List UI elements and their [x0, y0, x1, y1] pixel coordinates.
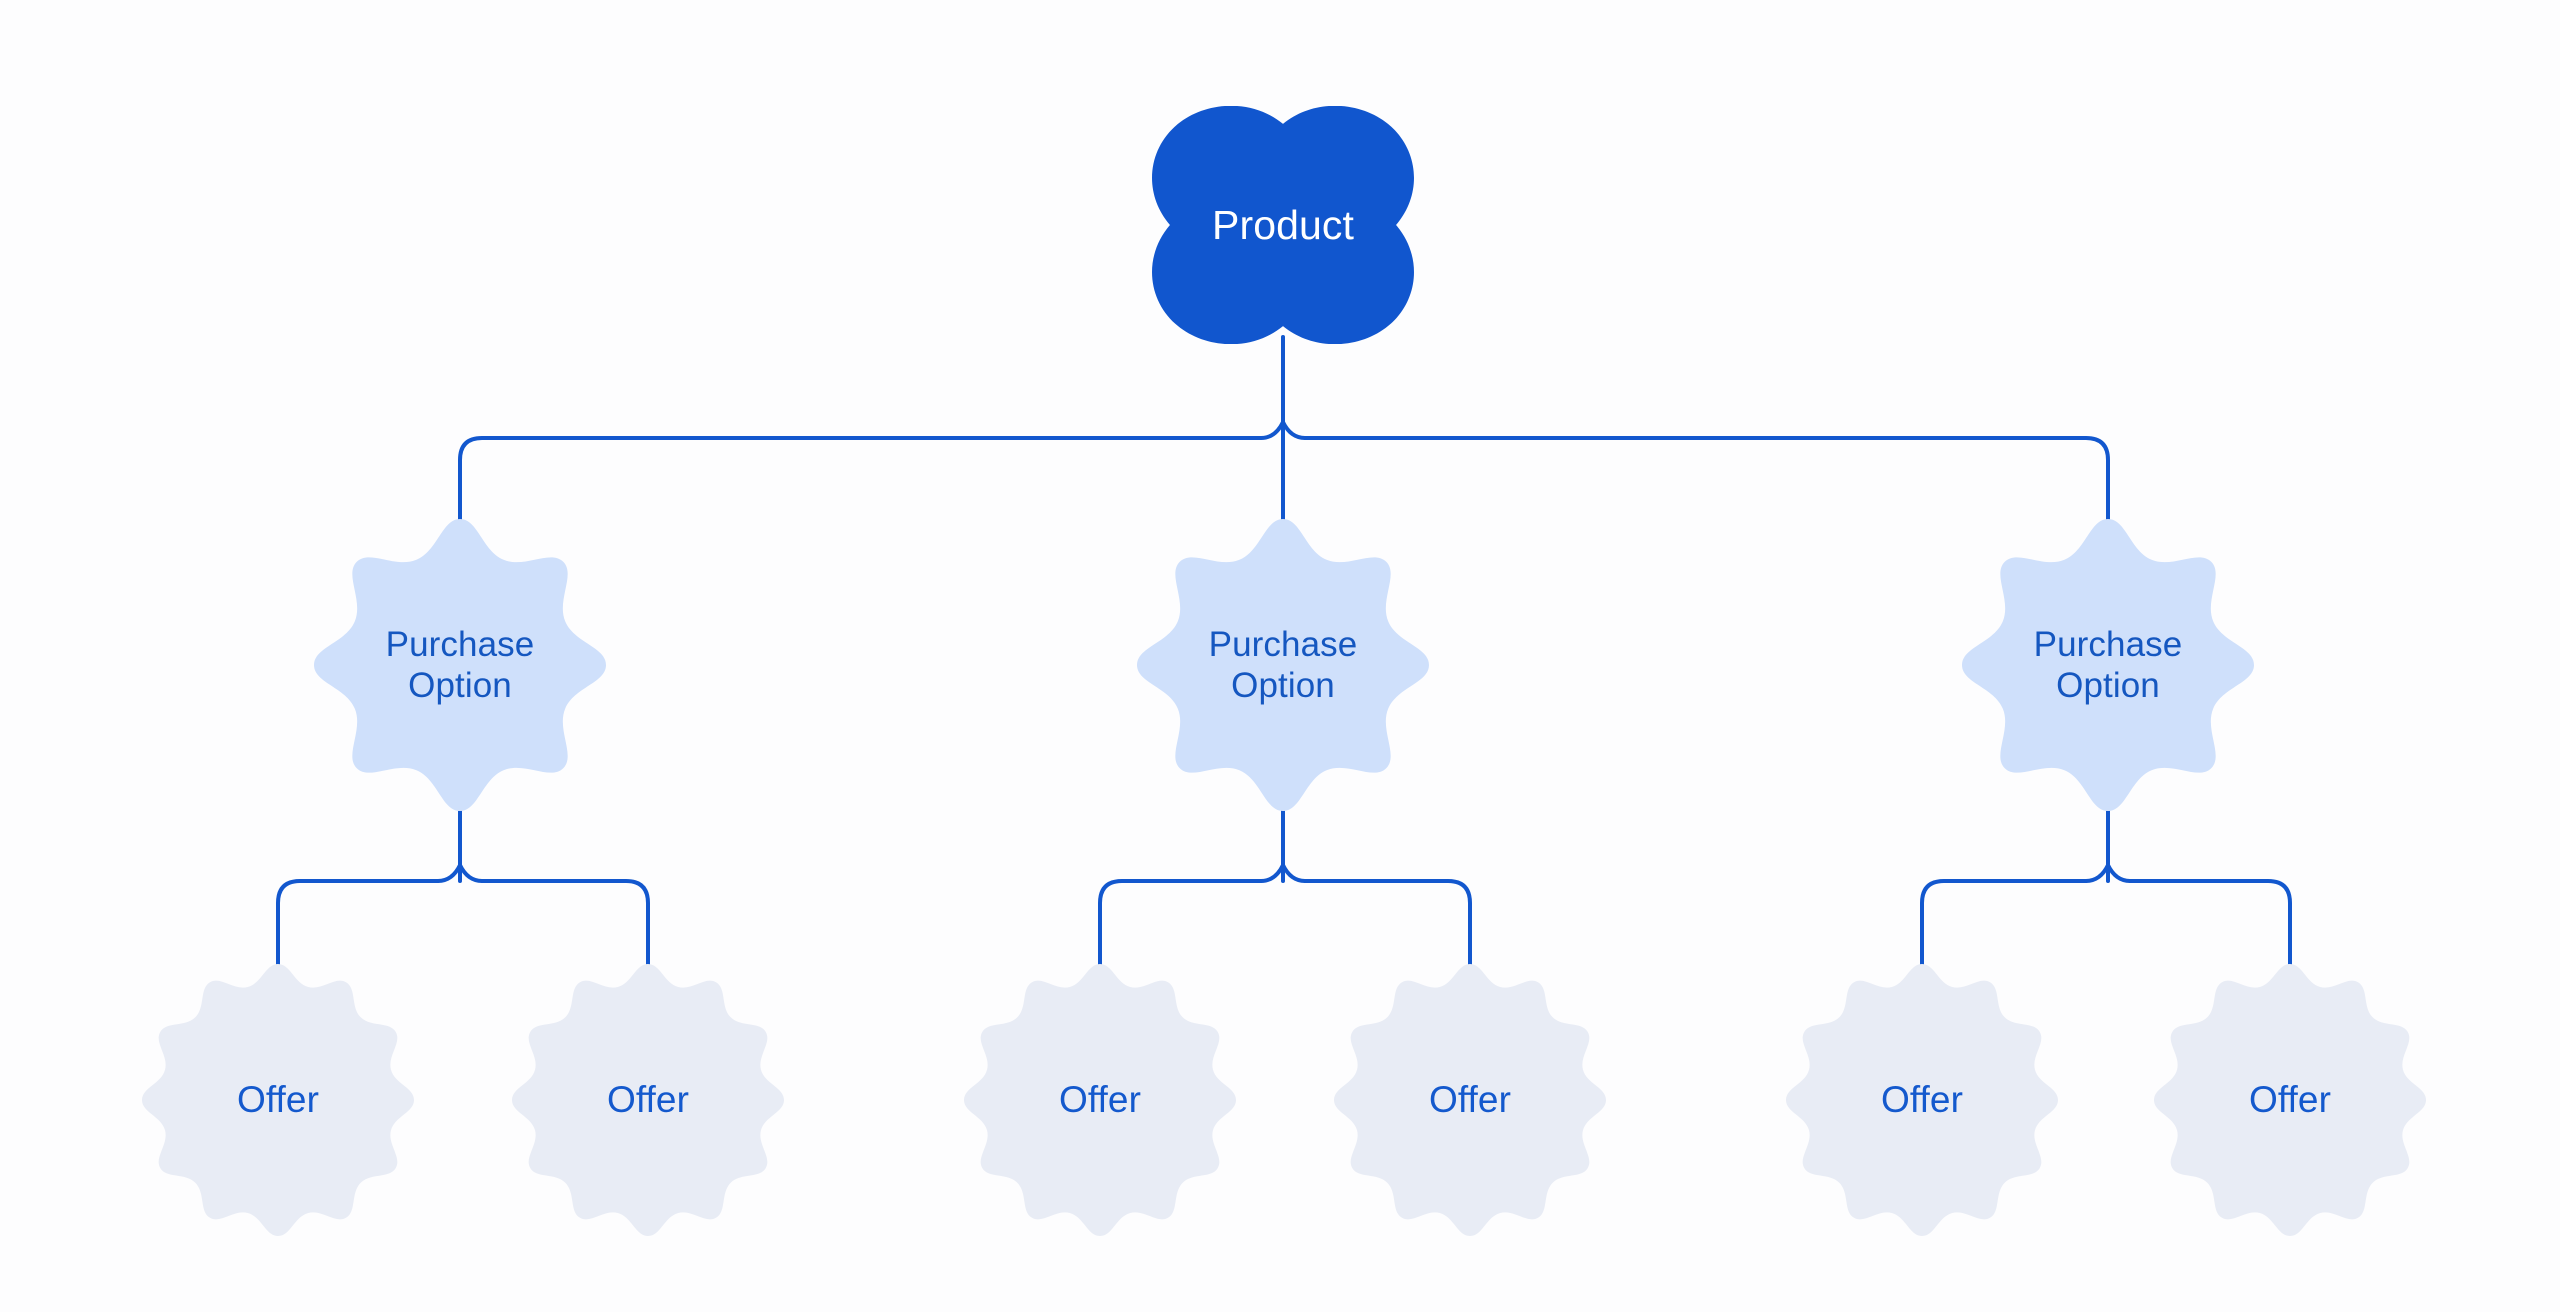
offer-scallop-shape	[1334, 964, 1606, 1236]
node-offer[interactable]: Offer	[1783, 964, 2061, 1236]
node-purchase-option[interactable]: Purchase Option	[1132, 519, 1434, 811]
connector-line	[1281, 863, 1307, 883]
node-product[interactable]: Product	[1150, 106, 1416, 344]
node-purchase-option[interactable]: Purchase Option	[309, 519, 611, 811]
connector-line	[1281, 420, 1307, 440]
connector-line	[480, 879, 650, 966]
product-blob-shape	[1152, 106, 1414, 344]
connector-line	[2128, 879, 2292, 966]
node-offer-label: Offer	[606, 1079, 690, 1121]
connector-line	[1303, 879, 1472, 966]
node-offer-label: Offer	[1880, 1079, 1964, 1121]
node-purchase-option-label: Purchase Option	[1208, 624, 1358, 705]
node-offer[interactable]: Offer	[509, 964, 787, 1236]
connector-line	[2106, 863, 2132, 883]
connector-line	[1303, 436, 2110, 521]
connector-line	[1920, 879, 2088, 966]
node-offer-label: Offer	[2248, 1079, 2332, 1121]
connector-line	[436, 863, 462, 883]
node-purchase-option[interactable]: Purchase Option	[1957, 519, 2259, 811]
node-offer[interactable]: Offer	[2151, 964, 2429, 1236]
node-offer[interactable]: Offer	[1331, 964, 1609, 1236]
node-purchase-option-label: Purchase Option	[385, 624, 535, 705]
offer-scallop-shape	[1786, 964, 2058, 1236]
offer-scallop-shape	[142, 964, 414, 1236]
connector-line	[1259, 420, 1285, 440]
node-offer[interactable]: Offer	[961, 964, 1239, 1236]
offer-scallop-shape	[964, 964, 1236, 1236]
purchase-option-flower-shape	[314, 519, 606, 811]
node-product-label: Product	[1212, 201, 1354, 248]
offer-scallop-shape	[2154, 964, 2426, 1236]
node-offer-label: Offer	[1428, 1079, 1512, 1121]
purchase-option-flower-shape	[1962, 519, 2254, 811]
offer-scallop-shape	[512, 964, 784, 1236]
connector-line	[2084, 863, 2110, 883]
node-offer-label: Offer	[1058, 1079, 1142, 1121]
connector-line	[458, 436, 1263, 521]
node-offer[interactable]: Offer	[139, 964, 417, 1236]
connector-line	[276, 879, 440, 966]
connector-line	[458, 863, 484, 883]
node-purchase-option-label: Purchase Option	[2033, 624, 2183, 705]
connector-line	[1098, 879, 1263, 966]
purchase-option-flower-shape	[1137, 519, 1429, 811]
connector-line	[1259, 863, 1285, 883]
node-offer-label: Offer	[236, 1079, 320, 1121]
